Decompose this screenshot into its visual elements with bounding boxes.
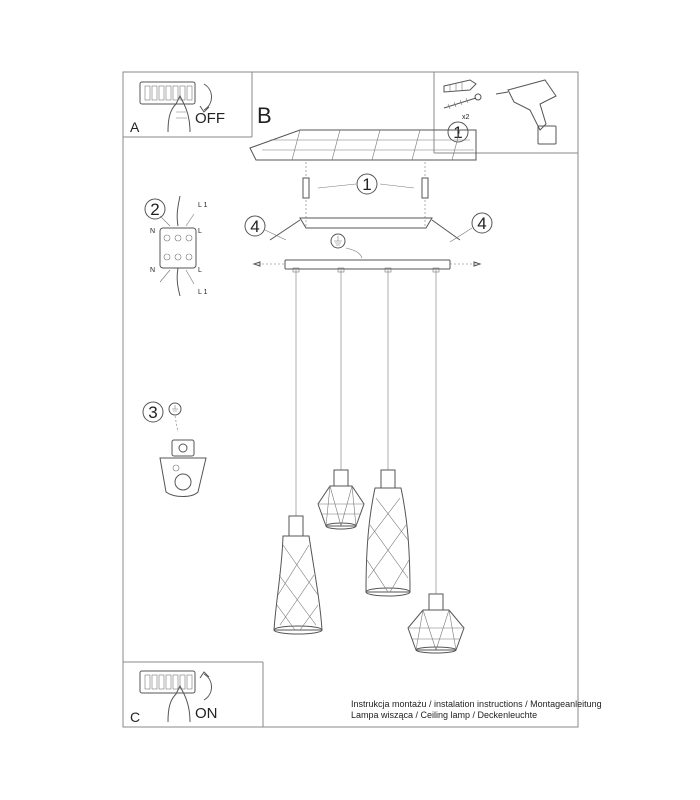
rotate-up-arrow-icon [199, 671, 212, 701]
lamp-shade-tall-mid [365, 469, 411, 597]
tools-panel: x2 1 [443, 79, 557, 145]
lamp-shade-cage-mid [317, 469, 365, 530]
svg-text:1: 1 [362, 175, 371, 194]
callout-3: 3 [142, 401, 164, 423]
fuse-switch-icon [139, 81, 196, 105]
drill-icon [495, 79, 557, 145]
svg-text:4: 4 [477, 214, 486, 233]
wire-label-l-top: L [198, 228, 202, 235]
wire-label-l-bottom: L [198, 267, 202, 274]
wire-label-n-top: N [150, 228, 155, 235]
panel-a-letter: A [130, 119, 140, 135]
lamp-shade-tall-left [273, 515, 323, 635]
svg-text:3: 3 [148, 403, 157, 422]
ceiling-illustration [249, 129, 477, 161]
panel-a-action: OFF [195, 110, 225, 127]
footer-product-name: Lampa wisząca / Ceiling lamp / Deckenleu… [351, 710, 537, 720]
terminal-block-icon [159, 195, 197, 297]
callout-1-screws: 1 [356, 173, 378, 195]
wire-label-l1-bottom: L 1 [198, 289, 208, 296]
svg-text:2: 2 [150, 200, 159, 219]
lamp-shade-cage-right [407, 593, 465, 654]
wire-label-n-bottom: N [150, 267, 155, 274]
ground-symbol-small-icon [168, 402, 182, 433]
panel-c-action: ON [195, 705, 218, 722]
mounting-screws [302, 162, 429, 226]
hand-icon [167, 94, 191, 133]
quantity-label: x2 [462, 114, 470, 121]
callout-4-right: 4 [449, 212, 493, 243]
panel-b-letter: B [257, 103, 272, 128]
pendant-cables [292, 267, 440, 594]
ground-clamp-icon [159, 439, 207, 497]
panel-c-letter: C [130, 709, 140, 725]
callout-1-tools: 1 [447, 121, 469, 143]
panel-a: A OFF [130, 81, 225, 135]
wall-plug-icon [443, 79, 477, 93]
svg-text:1: 1 [453, 123, 462, 142]
step-3-grounding: 3 [142, 401, 207, 497]
canopy [252, 259, 482, 270]
footer-instructions-title: Instrukcja montażu / instalation instruc… [351, 699, 602, 709]
step-2-wiring: 2 N N L 1 L L L 1 [144, 195, 208, 297]
rotate-down-arrow-icon [199, 83, 212, 113]
sheet-frame [122, 71, 579, 728]
panel-c: C ON [130, 670, 218, 725]
svg-text:4: 4 [250, 217, 259, 236]
ground-symbol-icon [330, 233, 363, 259]
wire-label-l1-top: L 1 [198, 202, 208, 209]
mounting-bracket [269, 217, 461, 241]
callout-2: 2 [144, 198, 166, 220]
fuse-switch-icon-c [139, 670, 196, 694]
hand-icon-c [167, 684, 191, 723]
callout-4-left: 4 [244, 215, 287, 241]
screw-icon [443, 93, 482, 110]
